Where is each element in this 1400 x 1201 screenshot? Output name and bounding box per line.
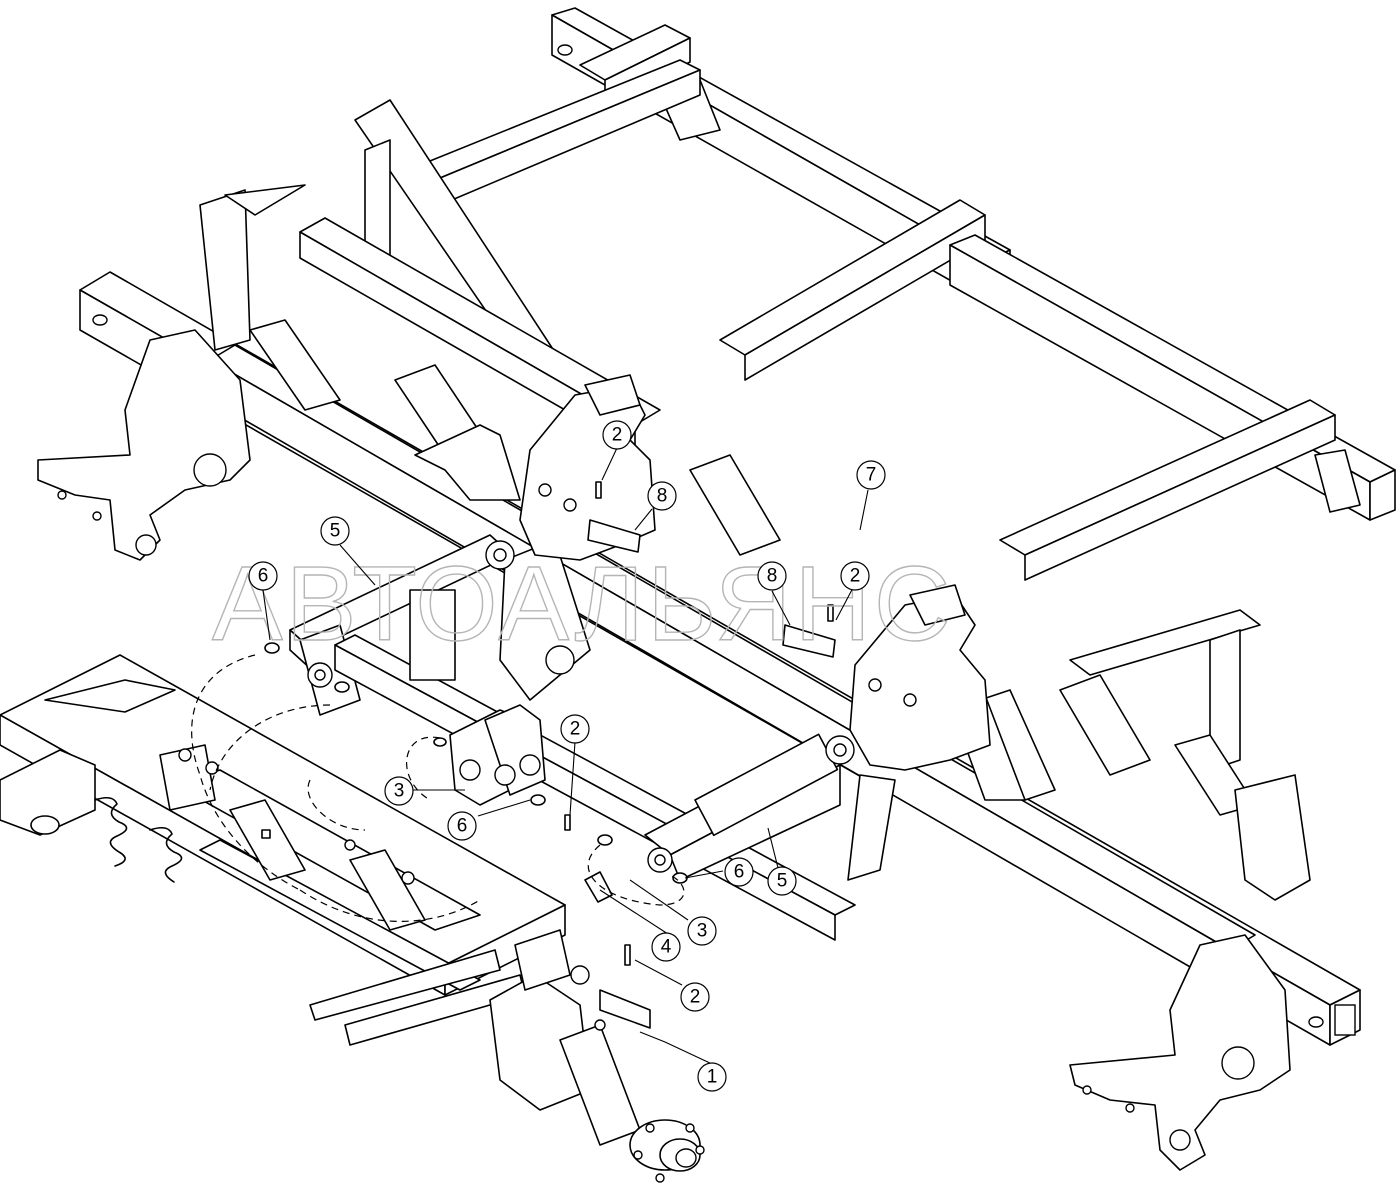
callout-8: 8: [647, 481, 677, 511]
hub-spindle: [489, 929, 705, 1183]
svg-text:3: 3: [394, 781, 405, 802]
gauge-wheel-bracket: [0, 744, 219, 883]
callout-6: 6: [248, 561, 278, 591]
callout-6: 6: [724, 857, 754, 887]
callout-3: 3: [687, 916, 717, 946]
svg-text:3: 3: [697, 921, 708, 942]
callout-2: 2: [560, 714, 590, 744]
callout-3: 3: [384, 776, 414, 806]
svg-text:4: 4: [661, 937, 672, 958]
svg-text:5: 5: [330, 521, 341, 542]
shank-blocks: [249, 319, 1256, 881]
svg-text:8: 8: [767, 566, 778, 587]
svg-text:1: 1: [707, 1067, 718, 1088]
svg-text:7: 7: [866, 465, 877, 486]
svg-text:6: 6: [258, 566, 269, 587]
callout-5: 5: [320, 516, 350, 546]
right-hitch-bracket: [1069, 774, 1311, 1171]
callout-2: 2: [840, 561, 870, 591]
callout-2: 2: [680, 982, 710, 1012]
left-hitch-bracket: [37, 184, 306, 561]
callout-8: 8: [757, 561, 787, 591]
callout-7: 7: [856, 460, 886, 490]
callout-1: 1: [697, 1062, 727, 1092]
svg-text:2: 2: [690, 987, 701, 1008]
svg-text:2: 2: [570, 719, 581, 740]
center-clevis: [449, 704, 546, 806]
callout-leaders: [262, 447, 869, 1065]
svg-text:2: 2: [850, 566, 861, 587]
callout-2: 2: [602, 420, 632, 450]
svg-text:6: 6: [734, 862, 745, 883]
wing-frame: [0, 654, 566, 1046]
rear-frame: [354, 7, 1396, 771]
rocker-arm-right: [644, 733, 855, 881]
svg-text:8: 8: [657, 486, 668, 507]
callout-6: 6: [447, 811, 477, 841]
callout-5: 5: [767, 866, 797, 896]
svg-text:2: 2: [612, 425, 623, 446]
hose-routing: [191, 654, 685, 922]
svg-text:6: 6: [457, 816, 468, 837]
watermark: АВТОАЛЬЯНС: [212, 545, 953, 663]
svg-text:5: 5: [777, 871, 788, 892]
callout-4: 4: [651, 932, 681, 962]
